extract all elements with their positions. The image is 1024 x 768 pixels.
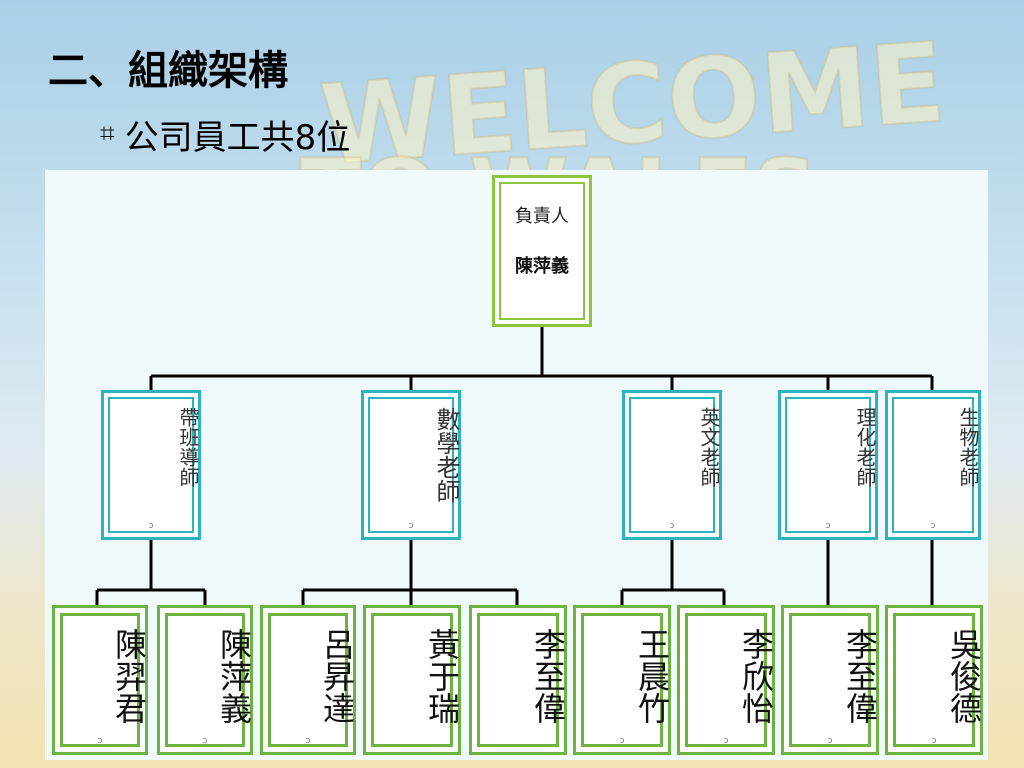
head-box: 負責人 陳萍義 [492, 175, 592, 327]
member-box: 吳俊德 ↄ [885, 605, 983, 755]
member-name: 李至偉 [529, 628, 567, 724]
role-box-biology: 生物老師 ↄ [885, 390, 981, 540]
role-box-physics-chemistry: 理化老師 ↄ [778, 390, 878, 540]
slide-title: 二、組織架構 [48, 48, 288, 94]
head-role-label: 負責人 [515, 206, 569, 227]
member-name: 李至偉 [841, 628, 879, 724]
hash-bullet-icon: ⌗ [100, 119, 115, 149]
member-box: 陳萍義 ↄ [157, 605, 253, 755]
member-box: 呂昇達 ↄ [260, 605, 356, 755]
member-box: 李欣怡 ↄ [677, 605, 775, 755]
role-box-english: 英文老師 ↄ [622, 390, 722, 540]
role-label: 數學老師 [432, 407, 460, 503]
role-box-homeroom: 帶班導師 ↄ [101, 390, 201, 540]
member-box: 陳羿君 ↄ [52, 605, 148, 755]
member-box: 李至偉 ↄ [781, 605, 879, 755]
role-box-math: 數學老師 ↄ [361, 390, 461, 540]
member-name: 李欣怡 [737, 628, 775, 724]
member-box: 王晨竹 ↄ [573, 605, 671, 755]
role-label: 英文老師 [697, 407, 721, 487]
member-box: 李至偉 [469, 605, 567, 755]
head-name: 陳萍義 [515, 256, 569, 277]
role-label: 生物老師 [956, 407, 980, 487]
member-name: 黃于瑞 [423, 628, 461, 724]
member-name: 王晨竹 [633, 628, 671, 724]
member-name: 吳俊德 [945, 628, 983, 724]
member-box: 黃于瑞 [363, 605, 461, 755]
member-name: 陳萍義 [215, 628, 253, 724]
bullet-item: ⌗ 公司員工共8位 [100, 110, 350, 159]
member-name: 呂昇達 [318, 628, 356, 724]
role-label: 帶班導師 [176, 407, 200, 487]
bullet-text: 公司員工共8位 [124, 118, 351, 158]
org-chart-connectors [95, 327, 934, 605]
org-chart: 負責人 陳萍義 帶班導師 ↄ 數學老師 ↄ 英文老師 ↄ 理化老師 ↄ 生物老師… [45, 170, 988, 760]
member-name: 陳羿君 [110, 628, 148, 724]
role-label: 理化老師 [853, 407, 877, 487]
